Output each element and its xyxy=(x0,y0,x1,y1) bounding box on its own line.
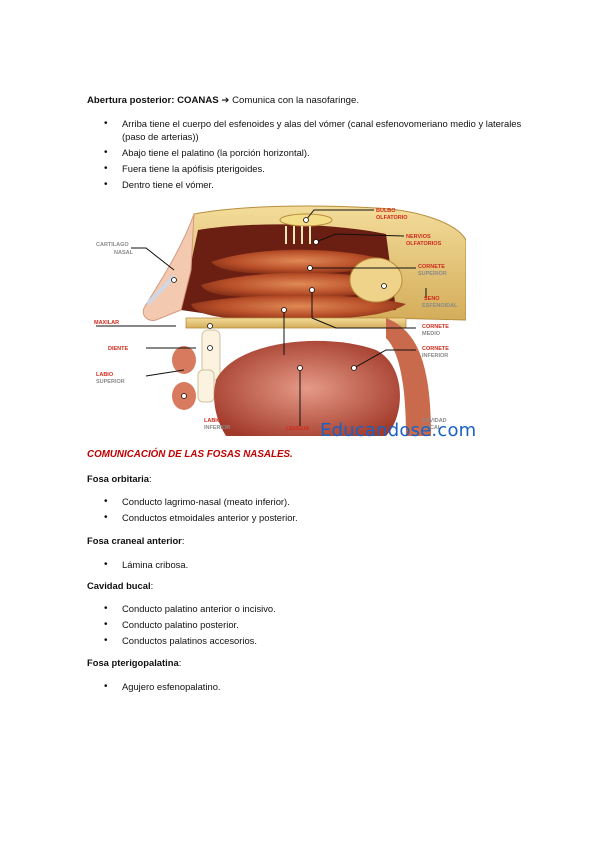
label-cartilago: CARTILAGO xyxy=(96,242,129,248)
label-labio-inferior-2: INFERIOR xyxy=(204,425,230,431)
group-title: Fosa pterigopalatina: xyxy=(87,657,182,668)
list-item: Dentro tiene el vómer. xyxy=(0,178,522,191)
list-item: Lámina cribosa. xyxy=(0,558,522,571)
list-item: Conductos etmoidales anterior y posterio… xyxy=(0,511,522,524)
label-cavidad: CAVIDAD xyxy=(422,418,447,424)
group-list: Conducto lagrimo-nasal (meato inferior).… xyxy=(0,495,522,527)
group-title-text: Fosa craneal anterior xyxy=(87,535,182,546)
group-title-text: Fosa pterigopalatina xyxy=(87,657,179,668)
section-title: COMUNICACIÓN DE LAS FOSAS NASALES. xyxy=(87,449,293,460)
label-bulbo-2: OLFATORIO xyxy=(376,215,408,221)
group-list: Conducto palatino anterior o incisivo. C… xyxy=(0,602,522,650)
coanas-heading-text: Comunica con la nasofaringe. xyxy=(232,95,359,106)
label-lengua: LENGUA xyxy=(286,426,309,432)
arrow-icon: ➔ xyxy=(221,95,230,106)
watermark: Educandose.com xyxy=(320,420,477,441)
label-cornete-superior-2: SUPERIOR xyxy=(418,271,447,277)
label-cornete-medio-2: MEDIO xyxy=(422,331,441,337)
label-seno: SENO xyxy=(424,296,440,302)
label-maxilar: MAXILAR xyxy=(94,320,119,326)
list-item: Arriba tiene el cuerpo del esfenoides y … xyxy=(0,117,522,143)
label-bulbo: BULBO xyxy=(376,208,396,214)
label-labio-superior-2: SUPERIOR xyxy=(96,379,125,385)
label-cornete-inferior: CORNETE xyxy=(422,346,449,352)
label-seno-2: ESFENOIDAL xyxy=(422,303,458,309)
label-labio-superior: LABIO xyxy=(96,372,114,378)
label-cornete-medio: CORNETE xyxy=(422,324,449,330)
coanas-heading-label: Abertura posterior: COANAS xyxy=(87,95,219,106)
label-nervios-2: OLFATORIOS xyxy=(406,241,442,247)
coanas-heading: Abertura posterior: COANAS ➔ Comunica co… xyxy=(87,95,359,106)
list-item: Conducto palatino anterior o incisivo. xyxy=(0,602,522,615)
coanas-list: Arriba tiene el cuerpo del esfenoides y … xyxy=(0,117,522,194)
list-item: Conducto palatino posterior. xyxy=(0,618,522,631)
label-cartilago-2: NASAL xyxy=(114,250,134,256)
label-cornete-superior: CORNETE xyxy=(418,264,445,270)
list-item: Agujero esfenopalatino. xyxy=(0,680,522,693)
group-title-text: Cavidad bucal xyxy=(87,580,151,591)
group-list: Agujero esfenopalatino. xyxy=(0,680,522,696)
label-cavidad-2: BUCAL xyxy=(422,425,442,431)
nasal-anatomy-figure: BULBO OLFATORIO NERVIOS OLFATORIOS CORNE… xyxy=(86,200,466,436)
list-item: Fuera tiene la apófisis pterigoides. xyxy=(0,162,522,175)
label-nervios: NERVIOS xyxy=(406,234,431,240)
group-title: Fosa orbitaria: xyxy=(87,473,152,484)
label-labio-inferior: LABIO xyxy=(204,418,222,424)
group-list: Lámina cribosa. xyxy=(0,558,522,574)
list-item: Conductos palatinos accesorios. xyxy=(0,634,522,647)
group-title: Fosa craneal anterior: xyxy=(87,535,185,546)
group-title: Cavidad bucal: xyxy=(87,580,154,591)
list-item: Conducto lagrimo-nasal (meato inferior). xyxy=(0,495,522,508)
list-item: Abajo tiene el palatino (la porción hori… xyxy=(0,146,522,159)
label-diente: DIENTE xyxy=(108,346,129,352)
label-cornete-inferior-2: INFERIOR xyxy=(422,353,448,359)
group-title-text: Fosa orbitaria xyxy=(87,473,149,484)
